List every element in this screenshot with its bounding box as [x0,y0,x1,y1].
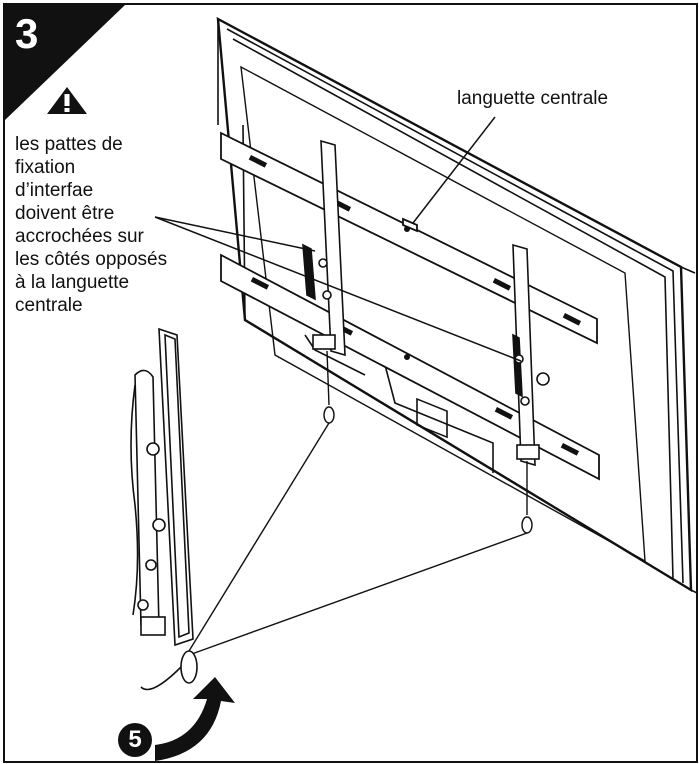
warning-text: les pattes de fixation d’interfae doiven… [15,134,168,316]
safety-cords [188,350,533,656]
wall-plate [130,327,198,691]
warning-triangle-icon [43,81,91,117]
substep-badge: 5 [118,723,152,757]
mounting-illustration [5,5,696,761]
callout-label: languette centrale [457,88,609,109]
curved-arrow-icon [155,677,235,761]
tv-interface-brackets [302,139,550,467]
instruction-panel: 3 les pattes de fixation d’interfae doiv… [3,3,698,763]
step-corner-badge [5,5,125,120]
step-number: 3 [15,10,39,57]
leader-lines [154,116,522,362]
